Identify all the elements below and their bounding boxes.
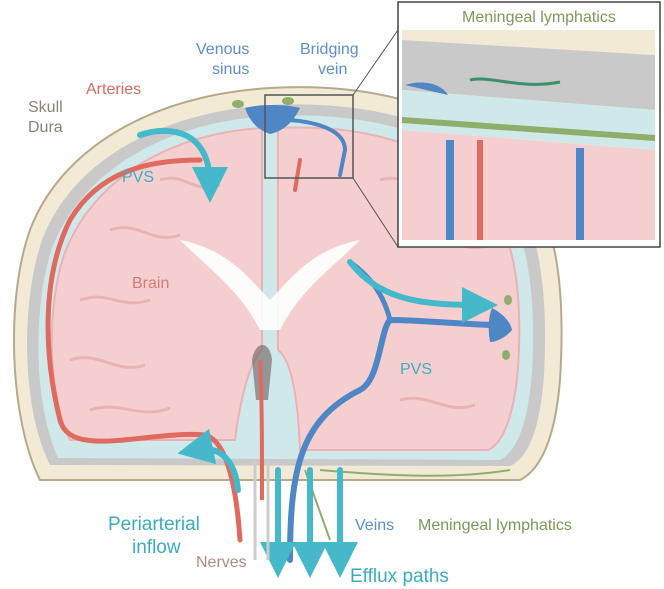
venous-sinus-label-line1: Venous: [196, 41, 249, 58]
white-matter: [180, 240, 360, 330]
zoom-region-box: [264, 94, 354, 179]
zoom-connector-top: [352, 29, 399, 96]
flow-arrows: [137, 127, 498, 578]
efflux-paths-label: Efflux paths: [350, 566, 449, 587]
venous-sinus-label-line2: sinus: [212, 61, 249, 78]
lymphatic-dots: [232, 97, 512, 360]
venous-sinus-shape: [245, 105, 300, 134]
artery-vessel-central: [258, 359, 264, 501]
bridging-vein-label-line1: Bridging: [300, 41, 359, 58]
veins-label: Veins: [355, 517, 394, 534]
zoom-connector-bottom: [352, 177, 399, 248]
brain-label: Brain: [132, 275, 169, 292]
nerves-label: Nerves: [196, 554, 247, 571]
arteries-label: Arteries: [86, 81, 141, 98]
pvs-label-right: PVS: [400, 361, 432, 378]
bridging-artery: [293, 158, 302, 192]
periarterial-label-line1: Periarterial: [108, 514, 200, 535]
pvs-label-top: PVS: [122, 169, 154, 186]
skull-label: Skull: [28, 99, 63, 116]
periarterial-label-line2: inflow: [132, 537, 181, 558]
inset-panel: [397, 1, 661, 248]
meningeal-lymphatics-bottom-label: Meningeal lymphatics: [418, 517, 572, 534]
meningeal-lymphatics-inset-label: Meningeal lymphatics: [462, 9, 616, 26]
vein-vessel-right: [287, 316, 498, 563]
nerve-bundle: [253, 460, 270, 560]
artery-vessel-left: [45, 157, 243, 543]
dura-label: Dura: [28, 119, 63, 136]
bridging-vein-label-line2: vein: [318, 61, 347, 78]
